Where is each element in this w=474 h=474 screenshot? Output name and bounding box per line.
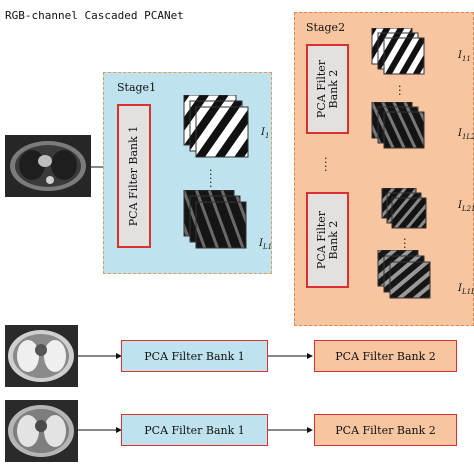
diagram-title: RGB-channel Cascaded PCANet — [5, 9, 184, 22]
stage1-label: Stage1 — [117, 81, 156, 94]
stage2-output-label-3: IL21 — [458, 200, 474, 213]
stage1-output-label-bottom: IL1 — [259, 238, 272, 251]
stage2-output-stack-2 — [370, 102, 430, 150]
stage2-output-label-4: IL1L2 — [458, 283, 474, 296]
stage1-output-stack-top — [180, 95, 252, 161]
row3-filter-bank-1[interactable]: PCA Filter Bank 1 — [121, 414, 268, 446]
stage2-filter-bank-a-label: PCA Filter Bank 2 — [316, 60, 340, 118]
stage2-output-stack-4 — [376, 250, 434, 300]
stage2-output-label-1: I11 — [458, 50, 471, 63]
ct-scan-image-top — [5, 135, 91, 197]
stage1-filter-bank-label: PCA Filter Bank 1 — [128, 126, 140, 227]
stage1-output-stack-bottom — [182, 190, 254, 252]
row3-filter-bank-2[interactable]: PCA Filter Bank 2 — [314, 414, 457, 446]
ct-scan-image-bottom — [5, 400, 78, 462]
stage2-filter-bank-b-label: PCA Filter Bank 2 — [316, 211, 340, 269]
stage2-output-stack-1 — [370, 28, 430, 76]
stage2-ellipsis-mid: .... — [324, 154, 328, 170]
stage2-label: Stage2 — [306, 21, 345, 34]
stage2-output-label-2: I1L2 — [458, 128, 474, 141]
row2-filter-bank-1[interactable]: PCA Filter Bank 1 — [121, 340, 268, 372]
stage1-output-label-top: I1 — [261, 127, 269, 140]
stage2-ellipsis-2: ... — [403, 235, 407, 247]
stage1-filter-bank[interactable]: PCA Filter Bank 1 — [117, 104, 151, 248]
stage2-filter-bank-b[interactable]: PCA Filter Bank 2 — [306, 192, 349, 288]
stage2-output-stack-3 — [380, 188, 432, 230]
stage2-filter-bank-a[interactable]: PCA Filter Bank 2 — [306, 44, 349, 134]
stage2-ellipsis-1: ... — [398, 82, 402, 94]
stage1-ellipsis: ..... — [209, 166, 213, 186]
row2-filter-bank-2[interactable]: PCA Filter Bank 2 — [314, 340, 457, 372]
ct-scan-image-middle — [5, 325, 78, 387]
